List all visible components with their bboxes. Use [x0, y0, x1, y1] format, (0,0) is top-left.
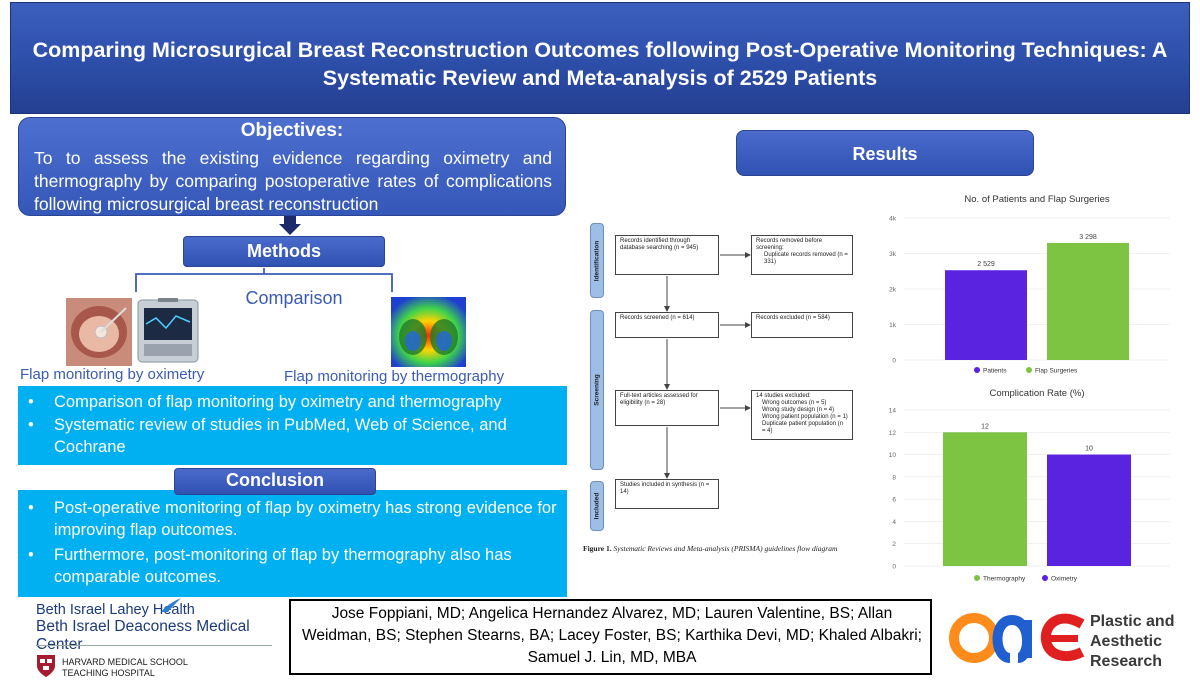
bar-oximetry	[1047, 454, 1131, 566]
bi-line2: Beth Israel Deaconess Medical Center	[36, 618, 250, 653]
y-tick-label: 6	[892, 497, 896, 504]
phase-screening: Screening	[590, 310, 604, 470]
journal-name-text: Plastic and Aesthetic Research	[1090, 613, 1175, 670]
authors-box	[289, 599, 932, 675]
y-tick-label: 2k	[889, 287, 897, 294]
excluded-14-label: 14 studies excluded:	[756, 393, 811, 399]
down-arrow-stem	[284, 216, 296, 224]
chart-patients-flaps: No. of Patients and Flap Surgeries 0 1k 2k 3…	[889, 194, 1170, 375]
conclusion-bullet: Post-operative monitoring of flap by oxi…	[18, 497, 567, 541]
objectives-box	[18, 117, 566, 216]
objectives-text: To to assess the existing evidence regar…	[34, 148, 552, 214]
reason-item: Wrong patient population (n = 1)	[762, 414, 848, 420]
caption-thermography: Flap monitoring by thermography	[284, 368, 505, 385]
removed-before-label: Records removed before screening:	[756, 238, 823, 251]
chart-complication-rate: Complication Rate (%) 0 2 4 6 8 10 12 14 12 10Ther…	[889, 388, 1170, 583]
results-heading: Results	[852, 144, 918, 164]
box-excluded: Records excluded (n = 584)	[751, 312, 853, 338]
harvard-text: HARVARD MEDICAL SCHOOL TEACHING HOSPITAL	[62, 657, 188, 679]
legend-label: Oximetry	[1051, 576, 1078, 583]
reason-item: Duplicate patient population (n = 4)	[762, 421, 844, 434]
title-banner	[10, 2, 1190, 114]
bar-patients	[945, 270, 1027, 360]
methods-bullets-box: Comparison of flap monitoring by oximetr…	[18, 386, 567, 465]
thermography-image	[391, 297, 466, 367]
legend-label: Thermography	[983, 576, 1026, 583]
authors-text: Jose Foppiani, MD; Angelica Hernandez Al…	[301, 605, 922, 666]
methods-bullet: Comparison of flap monitoring by oximetr…	[18, 391, 567, 413]
y-tick-label: 3k	[889, 251, 897, 258]
caption-oximetry: Flap monitoring by oximetry	[20, 366, 205, 383]
box-identified: Records identified through database sear…	[615, 235, 719, 275]
y-tick-label: 4k	[889, 216, 897, 223]
poster-title: Comparing Microsurgical Breast Reconstru…	[32, 38, 1168, 90]
down-arrow-icon	[279, 224, 301, 235]
box-excluded-14: 14 studies excluded: Wrong outcomes (n =…	[751, 390, 853, 440]
y-tick-label: 2	[892, 541, 896, 548]
box-included: Studies included in synthesis (n = 14)	[615, 479, 719, 509]
harvard-line2: TEACHING HOSPITAL	[62, 668, 155, 678]
legend-marker	[974, 367, 980, 373]
conclusion-header-box	[174, 468, 376, 495]
legend-label: Patients	[983, 368, 1007, 375]
conclusion-bullet: Furthermore, post-monitoring of flap by …	[18, 544, 567, 588]
oae-logo	[949, 613, 1085, 663]
journal-name: Plastic and Aesthetic Research	[1090, 612, 1190, 672]
bar-flap-surgeries	[1047, 242, 1129, 360]
data-label: 3 298	[1079, 234, 1097, 241]
chart-title: No. of Patients and Flap Surgeries	[964, 194, 1109, 205]
harvard-shield-icon	[37, 655, 55, 677]
duplicates-label: Duplicate records removed (n = 331)	[764, 252, 848, 265]
methods-header-box	[183, 236, 385, 267]
oximetry-image	[66, 298, 199, 366]
chart-title: Complication Rate (%)	[989, 388, 1084, 399]
harvard-line1: HARVARD MEDICAL SCHOOL	[62, 657, 188, 667]
bar-thermography	[943, 432, 1027, 566]
comparison-label: Comparison	[245, 288, 343, 308]
phase-included: Included	[590, 481, 604, 531]
y-tick-label: 0	[892, 564, 896, 571]
legend-marker	[1042, 575, 1048, 581]
box-fulltext: Full-text articles assessed for eligibil…	[615, 390, 719, 426]
y-tick-label: 4	[892, 519, 896, 526]
reason-item: Wrong outcomes (n = 5)	[762, 400, 827, 406]
box-screened: Records screened (n = 614)	[615, 312, 719, 338]
y-tick-label: 1k	[889, 322, 897, 329]
bi-logo: Beth Israel Lahey Health Beth Israel Dea…	[36, 602, 296, 654]
y-tick-label: 8	[892, 474, 896, 481]
box-removed: Records removed before screening: Duplic…	[751, 235, 853, 275]
legend-marker	[974, 575, 980, 581]
conclusion-bullets-box: Post-operative monitoring of flap by oxi…	[18, 490, 567, 597]
data-label: 10	[1085, 446, 1093, 453]
conclusion-heading: Conclusion	[226, 470, 324, 490]
figure-caption-label: Figure 1.	[583, 544, 612, 553]
phase-identification: Identification	[590, 223, 604, 298]
y-tick-label: 10	[889, 452, 897, 459]
methods-bullet: Systematic review of studies in PubMed, …	[18, 414, 567, 458]
objectives-heading: Objectives:	[240, 120, 344, 141]
reason-item: Wrong study design (n = 4)	[762, 407, 835, 413]
bird-icon	[161, 598, 181, 612]
figure-caption-text: Systematic Reviews and Meta-analysis (PR…	[613, 544, 838, 553]
prisma-diagram: Identification Screening Included Record…	[583, 215, 863, 540]
bracket-icon	[135, 268, 393, 292]
logo-divider	[36, 645, 272, 646]
methods-heading: Methods	[247, 241, 321, 261]
bi-line1: Beth Israel Lahey Health	[36, 602, 195, 618]
figure-caption: Figure 1. Systematic Reviews and Meta-an…	[583, 544, 837, 553]
data-label: 12	[981, 423, 989, 430]
legend-marker	[1026, 367, 1032, 373]
results-header-box	[736, 130, 1034, 176]
y-tick-label: 0	[892, 358, 896, 365]
legend-label: Flap Surgeries	[1035, 368, 1078, 375]
y-tick-label: 14	[889, 408, 897, 415]
y-tick-label: 12	[889, 430, 897, 437]
flow-arrows	[664, 252, 751, 479]
data-label: 2 529	[977, 261, 995, 268]
